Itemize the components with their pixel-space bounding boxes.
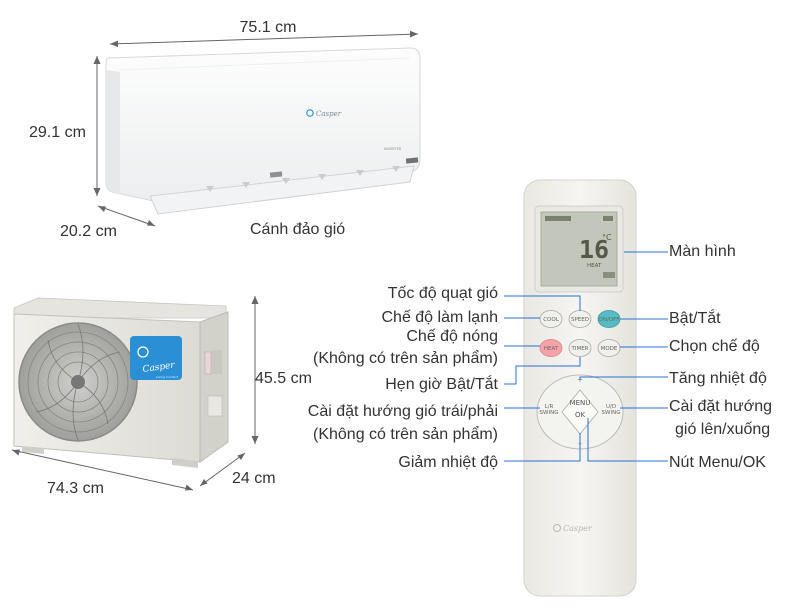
callout-temp-up: Tăng nhiệt độ [669,370,767,387]
callout-lr-note: (Không có trên sản phẩm) [313,426,498,443]
callout-ud-swing-1: Cài đặt hướng [669,398,773,415]
callout-mode-select: Chọn chế độ [669,338,760,355]
indoor-brand-logo: Casper [316,110,342,118]
speed-button-label: SPEED [571,317,589,323]
indoor-unit: Casper INVERTER [105,47,421,215]
dim-indoor-depth: 20.2 cm [60,223,117,240]
lr-swing-label: SWING [540,410,559,416]
callout-timer: Hẹn giờ Bật/Tắt [385,376,498,393]
dimension-lines [11,30,419,491]
callout-menu-ok: Nút Menu/OK [669,454,766,471]
dim-indoor-height: 29.1 cm [29,124,86,141]
callout-fan-speed: Tốc độ quạt gió [387,285,498,302]
dim-outdoor-width: 74.3 cm [47,480,104,497]
callout-lr-swing: Cài đặt hướng gió trái/phải [307,403,498,420]
callout-on-off: Bật/Tắt [669,310,721,327]
callout-cool-mode: Chế độ làm lạnh [381,309,498,326]
direction-pad: + – MENU OK L/R SWING U/D SWING [536,374,624,450]
heat-button-label: HEAT [544,346,559,352]
mode-button-label: MODE [601,346,618,352]
lr-button-label: L/R [545,404,554,410]
outdoor-brand-badge: Casper Living Comfort [130,336,182,380]
ud-swing-label: SWING [602,410,621,416]
lcd-mode: HEAT [587,263,602,269]
button-row-1: COOL SPEED ON/OFF [539,310,621,328]
louver-label: Cánh đảo gió [250,221,346,238]
button-row-2: HEAT TIMER MODE [539,339,621,357]
svg-text:Casper: Casper [142,360,176,374]
onoff-button-label: ON/OFF [599,317,620,323]
lcd-unit: °C [602,233,612,242]
callout-heat-note: (Không có trên sản phẩm) [313,350,498,367]
menu-button-label: MENU [570,399,591,407]
dim-outdoor-height: 45.5 cm [255,370,312,387]
dim-outdoor-depth: 24 cm [232,470,276,487]
callout-ud-swing-2: gió lên/xuống [675,421,771,438]
callout-screen: Màn hình [669,243,736,260]
timer-button-label: TIMER [570,346,588,352]
lcd-temperature: 16 [579,235,609,264]
indoor-badge: INVERTER [384,147,402,151]
fan-grille [18,322,138,442]
callout-temp-down: Giảm nhiệt độ [398,454,498,471]
callout-heat-mode: Chế độ nóng [406,328,498,345]
ud-button-label: U/D [606,404,616,410]
remote-screen: 16 °C HEAT [534,205,624,293]
svg-text:Living Comfort: Living Comfort [156,375,179,379]
dim-indoor-width: 75.1 cm [239,19,297,36]
remote-brand-logo: Casper [563,524,593,533]
callout-lines [504,251,668,462]
outdoor-unit: Casper Living Comfort [13,297,229,468]
remote-control: 16 °C HEAT COOL SPEED ON/OFF HEAT TIMER … [523,179,637,597]
ok-button-label: OK [575,411,586,419]
cool-button-label: COOL [543,317,559,323]
